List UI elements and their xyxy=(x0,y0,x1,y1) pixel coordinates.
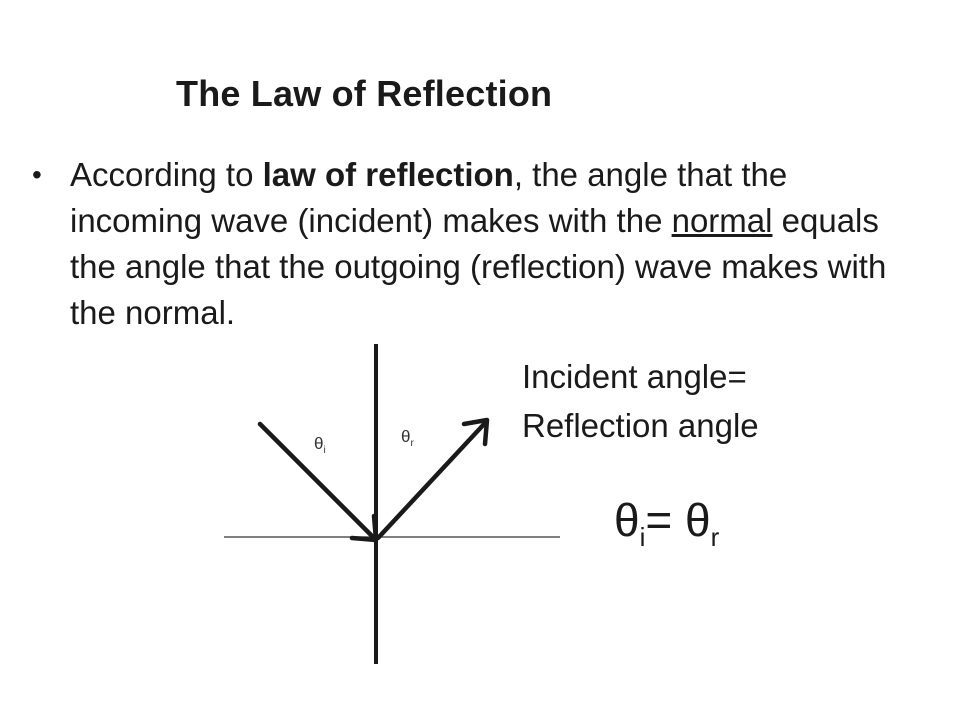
equation-lhs-symbol: θ xyxy=(614,494,640,546)
bullet-text: According to law of reflection, the angl… xyxy=(70,152,920,336)
bullet-text-part3: equals the angle that the outgoing (refl… xyxy=(70,202,887,331)
theta-i-label: θi xyxy=(314,434,326,456)
incident-angle-label: Incident angle= xyxy=(522,358,747,395)
reflection-angle-label: Reflection angle xyxy=(522,407,759,444)
reflected-ray xyxy=(375,419,489,541)
bullet-text-underlined: normal xyxy=(671,202,773,239)
incident-ray xyxy=(257,421,377,541)
theta-r-label: θr xyxy=(401,427,414,449)
bullet-text-part1: According to xyxy=(70,156,263,193)
equation-lhs-sub: i xyxy=(639,522,646,552)
incident-arrowhead xyxy=(349,513,379,543)
bullet-marker: • xyxy=(32,159,42,190)
slide-title: The Law of Reflection xyxy=(176,73,553,114)
angle-equation: θi= θr xyxy=(614,493,719,553)
bullet-text-bold: law of reflection xyxy=(262,156,514,193)
reflected-arrowhead xyxy=(461,417,490,447)
equation-rhs-sub: r xyxy=(710,522,720,552)
bullet-point: • According to law of reflection, the an… xyxy=(32,152,932,336)
bullet-text-part2: , the angle that the incoming wave (inci… xyxy=(70,156,788,239)
equation-equals: = xyxy=(645,494,686,546)
equation-rhs-symbol: θ xyxy=(685,494,711,546)
